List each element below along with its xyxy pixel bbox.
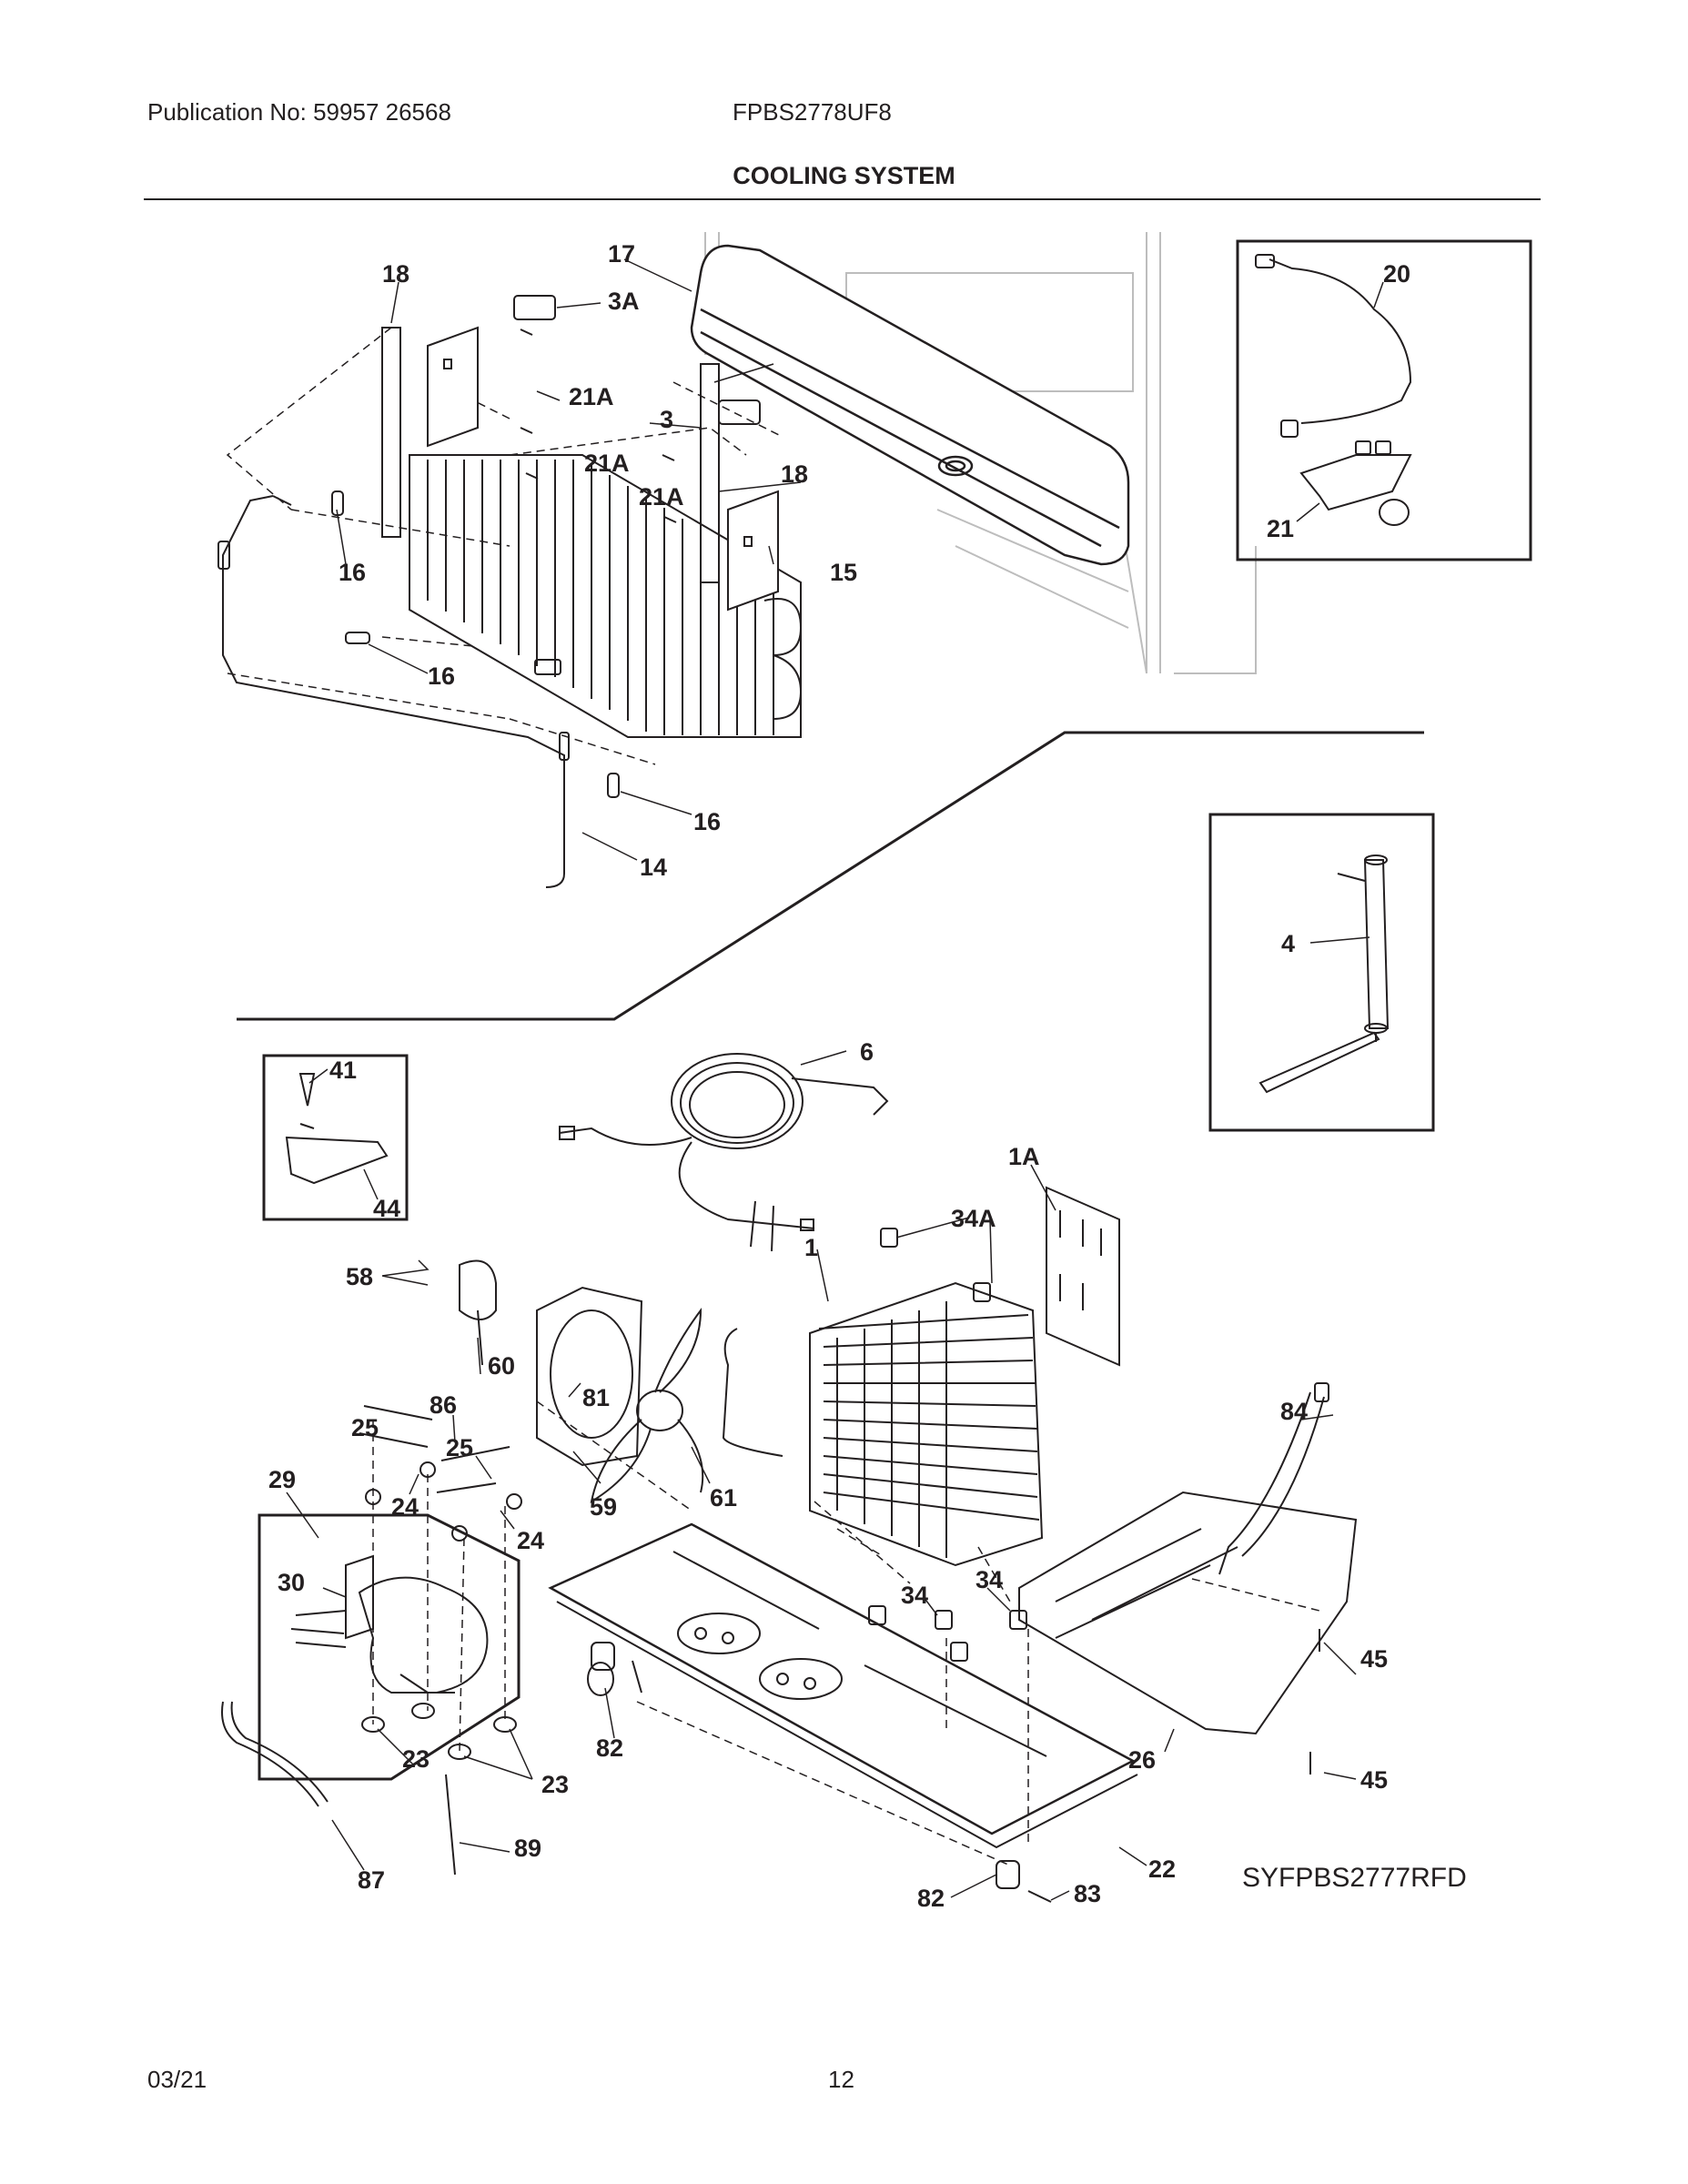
callout-30: 30: [278, 1569, 305, 1596]
callout-3a: 3A: [608, 288, 640, 315]
upper-leader-lines: [226, 327, 783, 765]
callout-82-left: 82: [596, 1734, 623, 1762]
callout-4: 4: [1281, 930, 1295, 957]
callout-58: 58: [346, 1263, 373, 1290]
callout-6: 6: [860, 1038, 874, 1066]
callout-labels: 17 18 3A 21A 3 21A 18 21A 16 15 16 16 14…: [268, 240, 1467, 1912]
callout-89: 89: [514, 1835, 541, 1862]
base-pan: [548, 1522, 1138, 1849]
callout-84: 84: [1280, 1398, 1308, 1425]
condenser-fan: [459, 1259, 704, 1504]
callout-24-right: 24: [517, 1527, 544, 1554]
footer-date: 03/21: [147, 2066, 207, 2093]
callout-25-mid: 25: [446, 1434, 473, 1461]
upper-small-parts: [217, 295, 761, 888]
callout-87: 87: [358, 1866, 385, 1894]
callout-leaders: [286, 258, 1384, 1901]
callout-21: 21: [1267, 515, 1294, 542]
page-title: COOLING SYSTEM: [733, 162, 955, 189]
callout-16-low: 16: [693, 808, 721, 835]
callout-17: 17: [608, 240, 635, 268]
model-number: FPBS2778UF8: [733, 98, 892, 126]
callout-21a-top: 21A: [569, 383, 614, 410]
diagram-reference: SYFPBS2777RFD: [1242, 1863, 1467, 1893]
section-divider: [237, 731, 1424, 1021]
callout-26: 26: [1128, 1746, 1156, 1774]
evaporator-cover: [690, 244, 1130, 566]
callout-24-left: 24: [391, 1493, 419, 1521]
callout-86: 86: [430, 1391, 457, 1419]
callout-14: 14: [640, 854, 667, 881]
callout-21a-mid: 21A: [584, 450, 630, 477]
callout-29: 29: [268, 1466, 296, 1493]
callout-23-left: 23: [402, 1745, 430, 1773]
callout-25-top: 25: [351, 1414, 379, 1441]
callout-21a-low: 21A: [639, 483, 684, 511]
callout-22: 22: [1148, 1855, 1176, 1883]
inset-harness-box: [1236, 239, 1532, 561]
callout-3: 3: [660, 406, 673, 433]
callout-18-top: 18: [382, 260, 409, 288]
callout-45-top: 45: [1360, 1645, 1388, 1673]
callout-1: 1: [804, 1234, 818, 1261]
callout-15: 15: [830, 559, 857, 586]
title-rule: [144, 198, 1541, 200]
callout-1a: 1A: [1008, 1143, 1040, 1170]
lower-leader-lines: [372, 1400, 1320, 1866]
callout-34-left: 34: [901, 1582, 928, 1609]
page-number: 12: [828, 2066, 854, 2093]
callout-16-left: 16: [339, 559, 366, 586]
drain-pan: [1018, 1382, 1358, 1735]
callout-23-right: 23: [541, 1771, 569, 1798]
callout-34-right: 34: [975, 1566, 1003, 1593]
condenser-coil: [722, 1186, 1120, 1567]
inset-drier-box: [1208, 813, 1435, 1132]
callout-16-mid: 16: [428, 662, 455, 690]
publication-number: Publication No: 59957 26568: [147, 98, 451, 126]
callout-61: 61: [710, 1484, 737, 1512]
callout-20: 20: [1383, 260, 1410, 288]
inset-bracket-box: [262, 1054, 409, 1221]
callout-81: 81: [582, 1384, 610, 1411]
callout-18-right: 18: [781, 460, 808, 488]
callout-45-bottom: 45: [1360, 1766, 1388, 1794]
lower-small-parts: [221, 1405, 1320, 1903]
callout-83: 83: [1074, 1880, 1101, 1907]
callout-82-bottom: 82: [917, 1885, 945, 1912]
callout-44: 44: [373, 1195, 400, 1222]
callout-59: 59: [590, 1493, 617, 1521]
callout-60: 60: [488, 1352, 515, 1380]
evaporator-coil: [409, 326, 803, 738]
harness-coil: [559, 1053, 889, 1252]
callout-41: 41: [329, 1057, 357, 1084]
callout-34a: 34A: [951, 1205, 996, 1232]
